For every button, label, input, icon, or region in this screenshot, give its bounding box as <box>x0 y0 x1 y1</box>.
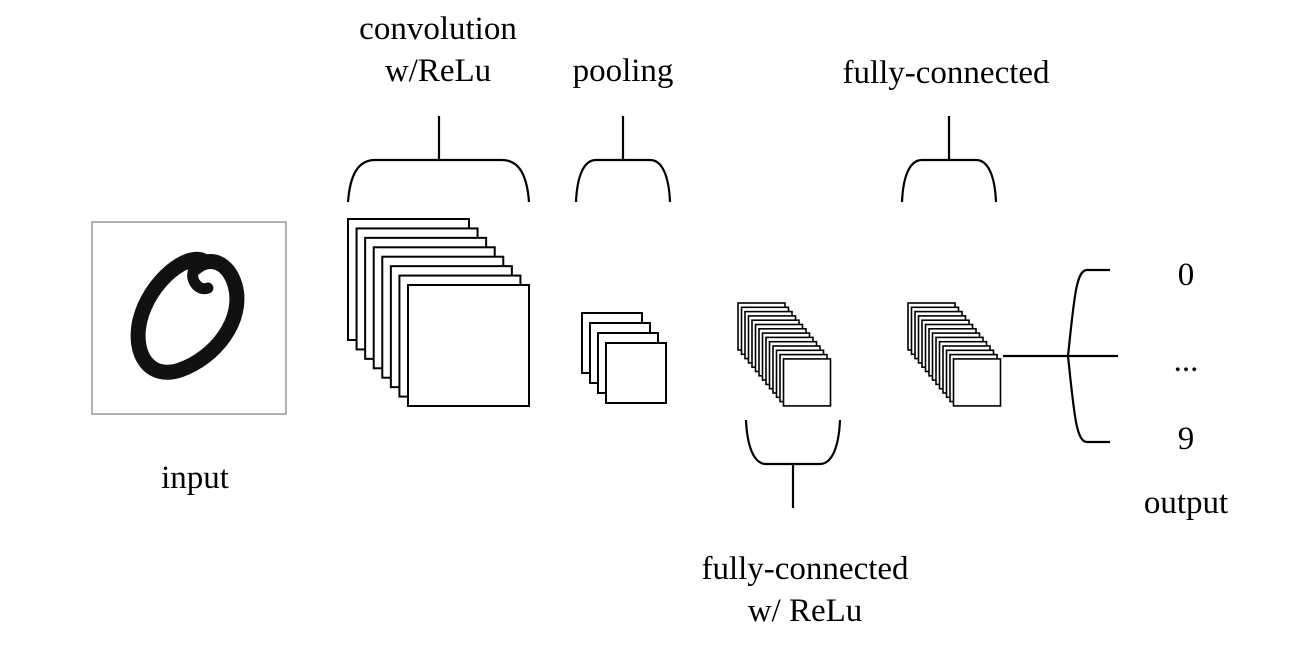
pooling-brace <box>574 116 672 203</box>
output-class-9: 9 <box>1177 421 1195 457</box>
output-class-0: 0 <box>1177 257 1195 293</box>
handwritten-digit-zero-icon <box>130 251 245 380</box>
fully-connected-relu-label-line2: w/ ReLu <box>747 593 863 629</box>
output-label: output <box>1143 485 1229 521</box>
fully-connected-relu-label-line1: fully-connected <box>701 551 909 587</box>
fully-connected-top-brace <box>900 116 998 203</box>
fully-connected-block <box>907 302 1002 407</box>
pooling-feature-map-4 <box>605 342 667 404</box>
convolution-feature-map-8 <box>407 284 530 407</box>
convolution-brace <box>346 116 531 203</box>
pooling-feature-maps <box>581 312 667 404</box>
convolution-feature-maps <box>347 218 530 407</box>
fully-connected-relu-brace <box>744 419 842 508</box>
output-connector <box>1003 268 1118 444</box>
fully-connected-unit-14 <box>952 358 1002 407</box>
input-label: input <box>161 460 229 496</box>
input-image <box>91 221 287 415</box>
convolution-label: convolution w/ReLu <box>338 8 538 92</box>
fully-connected-relu-label: fully-connected w/ ReLu <box>685 548 925 632</box>
output-class-ellipsis: ... <box>1173 343 1199 379</box>
pooling-label: pooling <box>572 53 674 89</box>
fully-connected-relu-unit-14 <box>782 358 832 407</box>
fully-connected-top-label: fully-connected <box>842 55 1050 91</box>
convolution-label-line2: w/ReLu <box>384 53 492 89</box>
convolution-label-line1: convolution <box>359 11 517 47</box>
fully-connected-relu-block <box>737 302 832 407</box>
